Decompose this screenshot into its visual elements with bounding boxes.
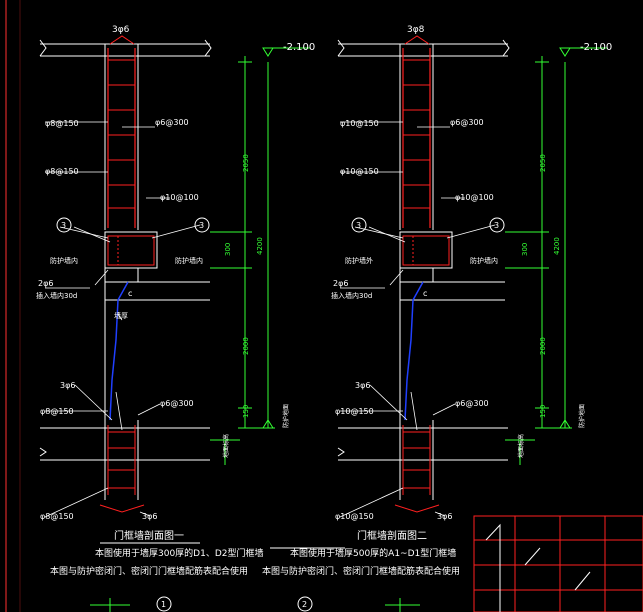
s2-top-rebar: 3φ8	[407, 25, 425, 35]
s1-rebar-lower1: φ8@150	[40, 407, 74, 416]
s2-rebar-upper1: φ10@150	[340, 119, 379, 128]
s2-note1: 本图使用于墙厚500厚的A1~D1型门框墙	[290, 547, 456, 559]
s2-rebar-upper2: φ10@150	[340, 167, 379, 176]
s1-rebar-10: φ10@100	[160, 193, 199, 202]
s1-rebar-upper1: φ8@150	[45, 119, 79, 128]
s1-bottom-rebar2: 3φ6	[142, 512, 157, 521]
s2-label-left: 防护墙外	[345, 256, 373, 265]
s1-dim-4200: 4200	[256, 237, 264, 255]
s2-rebar-10: φ10@100	[455, 193, 494, 202]
s1-c-mark: c	[128, 289, 132, 298]
s2-stirrup-lower: φ6@300	[455, 399, 489, 408]
s2-c-mark: c	[423, 289, 427, 298]
s2-dim-300: 300	[521, 243, 529, 256]
s1-anchor-note: 插入墙内30d	[36, 291, 77, 300]
s1-title: 门框墙剖面图一	[114, 529, 184, 542]
s1-elevation: -2.100	[283, 42, 315, 53]
s2-bottom-rebar1: 3φ6	[355, 381, 370, 390]
s2-callout-right: 3	[494, 221, 499, 230]
s2-elevation: -2.100	[580, 42, 612, 53]
s2-title: 门框墙剖面图二	[357, 529, 427, 542]
section-2	[337, 35, 607, 518]
s2-bottom-rebar2: 3φ6	[437, 512, 452, 521]
s2-circle-no: 2	[302, 600, 307, 609]
s1-callout-right: 3	[199, 221, 204, 230]
s2-note2: 本图与防护密闭门、密闭门门框墙配筋表配合使用	[262, 565, 460, 577]
s1-wall-tag: 墙厚	[114, 311, 128, 320]
s1-note1: 本图使用于墙厚300厚的D1、D2型门框墙	[95, 547, 264, 559]
s1-note2: 本图与防护密闭门、密闭门门框墙配筋表配合使用	[50, 565, 248, 577]
s2-dim-4200: 4200	[553, 237, 561, 255]
s2-rebar-lower2: φ10@150	[335, 512, 374, 521]
s1-label-right: 防护墙内	[175, 256, 203, 265]
s1-top-rebar: 3φ6	[112, 25, 130, 35]
s1-rebar-upper2: φ8@150	[45, 167, 79, 176]
s2-rebar-lower1: φ10@150	[335, 407, 374, 416]
s2-ground-label: 防护地面	[578, 404, 586, 428]
s1-ground-label: 防护地面	[282, 404, 290, 428]
s1-dim-150: 150	[242, 405, 250, 418]
s2-callout-left: 3	[356, 221, 361, 230]
s1-circle-no: 1	[161, 600, 166, 609]
s2-dim-2050: 2050	[539, 154, 547, 172]
s1-label-left: 防护墙内	[50, 256, 78, 265]
s1-rebar-2phi6: 2φ6	[38, 279, 53, 288]
s1-stirrup-top: φ6@300	[155, 118, 189, 127]
detail-grid-box	[473, 515, 643, 612]
s1-dim-2000: 2000	[242, 337, 250, 355]
s1-stirrup-lower: φ6@300	[160, 399, 194, 408]
s2-anchor-note: 插入墙内30d	[331, 291, 372, 300]
s1-floor-tag: 地面标高	[222, 434, 230, 458]
s1-dim-300: 300	[224, 243, 232, 256]
s2-stirrup-top: φ6@300	[450, 118, 484, 127]
s2-label-right: 防护墙内	[470, 256, 498, 265]
s1-dim-2050: 2050	[242, 154, 250, 172]
s2-rebar-2phi6: 2φ6	[333, 279, 348, 288]
s1-rebar-lower2: φ8@150	[40, 512, 74, 521]
s1-callout-left: 3	[61, 221, 66, 230]
s1-bottom-rebar1: 3φ6	[60, 381, 75, 390]
s2-dim-2000: 2000	[539, 337, 547, 355]
s2-dim-150: 150	[539, 405, 547, 418]
s2-floor-tag: 地面标高	[517, 434, 525, 458]
section-1	[39, 35, 310, 518]
